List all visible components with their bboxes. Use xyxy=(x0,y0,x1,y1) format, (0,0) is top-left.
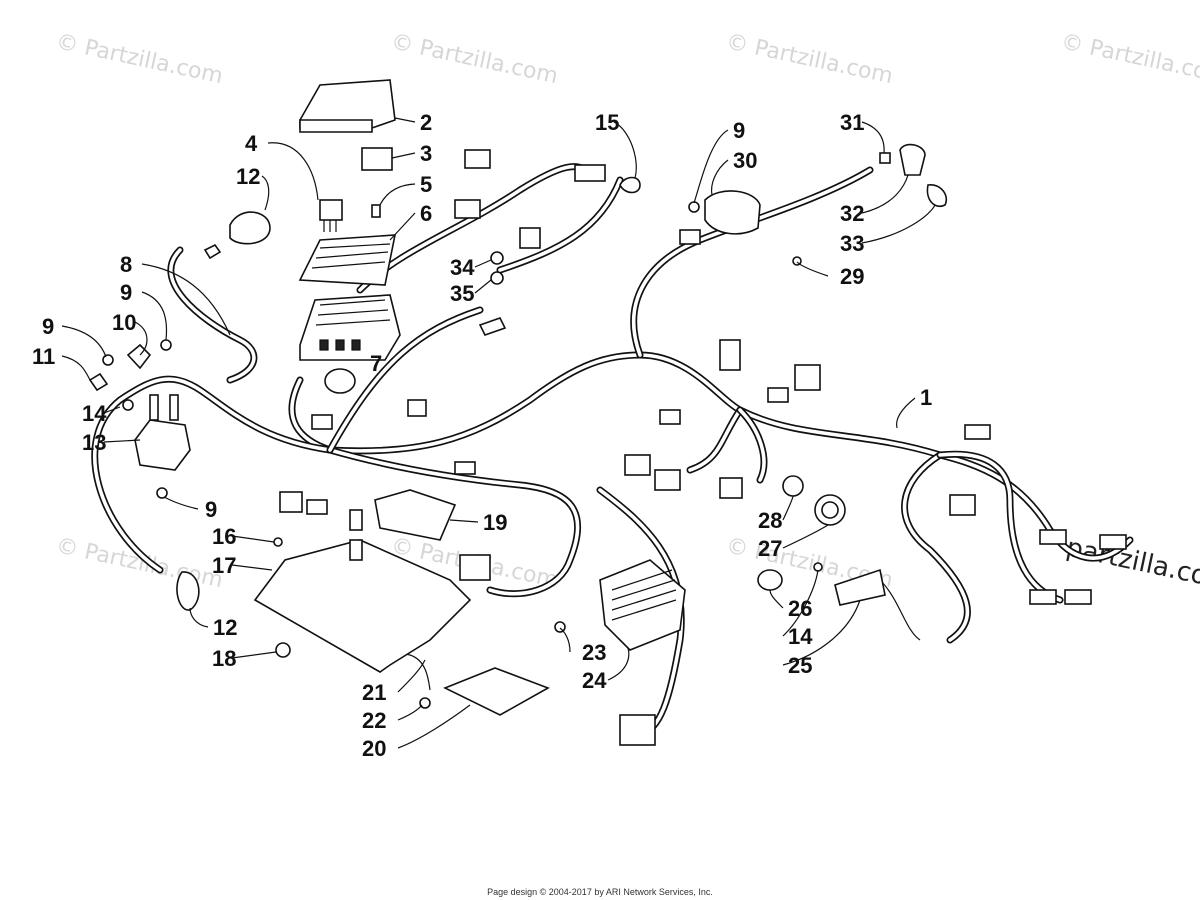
callouts: 1 2 3 4 5 6 7 8 9 9 9 9 10 11 12 12 13 1… xyxy=(32,110,932,761)
callout-label: 23 xyxy=(582,640,606,665)
watermark: © Partzilla.com xyxy=(1059,29,1200,89)
watermark: © Partzilla.com xyxy=(54,533,225,593)
connectors-center xyxy=(624,229,821,499)
callout-label: 9 xyxy=(120,280,132,305)
callout-label: 19 xyxy=(483,510,507,535)
fuse-box-cover xyxy=(299,79,396,133)
fuse-label-sheet xyxy=(298,234,396,286)
callout-label: 22 xyxy=(362,708,386,733)
footer-copyright: Page design © 2004-2017 by ARI Network S… xyxy=(487,887,713,897)
callout-label: 2 xyxy=(420,110,432,135)
callout-label: 29 xyxy=(840,264,864,289)
starter-solenoid xyxy=(134,394,191,471)
relay-small xyxy=(319,147,393,232)
callout-label: 8 xyxy=(120,252,132,277)
watermark: © Partzilla.com xyxy=(54,29,225,89)
leader-lines xyxy=(61,117,936,749)
callout-label: 13 xyxy=(82,430,106,455)
callout-label: 5 xyxy=(420,172,432,197)
callout-label: 21 xyxy=(362,680,386,705)
callout-label: 11 xyxy=(32,344,55,369)
switch-plate xyxy=(834,568,886,606)
cable-boot xyxy=(176,211,271,611)
spark-plug-boot xyxy=(879,143,947,207)
callout-label: 33 xyxy=(840,231,864,256)
callout-label: 35 xyxy=(450,281,474,306)
callout-label: 31 xyxy=(840,110,864,135)
callout-label: 12 xyxy=(213,615,237,640)
callout-label: 9 xyxy=(733,118,745,143)
watermark: © Partzilla.com xyxy=(724,29,895,89)
callout-label: 3 xyxy=(420,141,432,166)
callout-label: 27 xyxy=(758,536,782,561)
callout-label: 1 xyxy=(920,385,932,410)
connectors-left xyxy=(279,149,606,581)
callout-label: 28 xyxy=(758,508,782,533)
watermark: © Partzilla.com xyxy=(389,29,560,89)
power-outlet xyxy=(782,475,846,526)
callout-label: 18 xyxy=(212,646,236,671)
callout-label: 34 xyxy=(450,255,475,280)
outlet-ring xyxy=(757,569,783,591)
callout-label: 24 xyxy=(582,668,607,693)
callout-label: 15 xyxy=(595,110,619,135)
callout-label: 14 xyxy=(788,624,813,649)
callout-label: 10 xyxy=(112,310,136,335)
fuse-block xyxy=(299,294,401,361)
callout-label: 14 xyxy=(82,401,107,426)
callout-label: 20 xyxy=(362,736,386,761)
regulator-connector xyxy=(619,714,656,746)
ignition-coil xyxy=(704,190,761,235)
callout-label: 12 xyxy=(236,164,260,189)
harness-wires xyxy=(91,163,1134,739)
circuit-breaker xyxy=(374,489,457,541)
callout-label: 25 xyxy=(788,653,812,678)
decal xyxy=(443,667,550,716)
fuse xyxy=(371,204,381,218)
callout-label: 9 xyxy=(42,314,54,339)
callout-label: 9 xyxy=(205,497,217,522)
callout-label: 6 xyxy=(420,201,432,226)
callout-label: 4 xyxy=(245,131,258,156)
callout-label: 16 xyxy=(212,524,236,549)
voltage-regulator xyxy=(599,559,686,651)
mounting-plate xyxy=(253,539,472,673)
connectors-right xyxy=(949,424,1127,605)
callout-label: 17 xyxy=(212,553,236,578)
callout-label: 26 xyxy=(788,596,812,621)
hardware xyxy=(88,176,823,709)
callout-label: 30 xyxy=(733,148,757,173)
callout-label: 7 xyxy=(370,351,382,376)
callout-label: 32 xyxy=(840,201,864,226)
